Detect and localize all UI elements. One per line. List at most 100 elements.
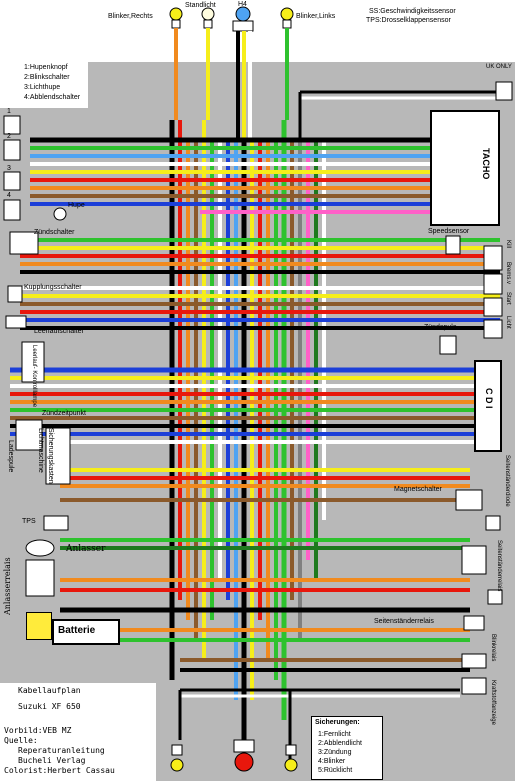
info-model: Suzuki XF 650 [18, 702, 81, 711]
starter-relay-icon [25, 559, 55, 597]
label-sicherungskasten: Sicherungskasten [47, 428, 54, 484]
neutral-lamp-icon [21, 341, 45, 383]
label-n2: 2 [7, 133, 11, 140]
fuse-item: 2:Abblendlicht [318, 740, 362, 747]
label-leerlaufschalter: Leerlaufschalter [34, 328, 84, 335]
sidestand-switch-icon [487, 589, 503, 605]
label-magnetschalter: Magnetschalter [394, 486, 442, 493]
brake-switch-icon [483, 273, 503, 295]
bulb-blinker-left-icon [280, 7, 294, 29]
label-hupe: Hupe [68, 202, 85, 209]
battery-box: Batterie [52, 619, 120, 645]
lower-harness [60, 468, 470, 672]
label-ladespule: Ladespule [7, 440, 14, 473]
label-anlasserrelais: Anlasserrelais [3, 557, 12, 615]
label-tps: TPS [22, 518, 36, 525]
label-seitenstaenderdiode: Seitenständerdiode [504, 455, 510, 507]
sidestand-relay-icon [461, 545, 487, 575]
label-n1: 1 [7, 108, 11, 115]
legend-item: 3:Lichthupe [24, 84, 61, 91]
label-speedsensor: Speedsensor [428, 228, 470, 235]
label-blinker-links: Blinker,Links [296, 13, 336, 20]
bulb-rear-light-icon [233, 739, 255, 772]
start-switch-icon [483, 297, 503, 317]
tacho-box: TACHO [430, 110, 500, 226]
label-kupplungsschalter: Kupplungsschalter [24, 284, 82, 291]
label-n4: 4 [7, 192, 11, 199]
label-zuendspule: Zündspule [424, 324, 457, 331]
label-kraftstoffanzeige: Kraftstoffanzeige [490, 680, 496, 725]
turn-relay-icon [463, 615, 485, 631]
light-switch-icon [483, 319, 503, 339]
legend-item: 1:Hupenknopf [24, 64, 68, 71]
tacho-harness [30, 137, 430, 214]
label-anlasser: Anlasser [66, 544, 106, 554]
legend-item: 4:Abblendschalter [24, 94, 81, 101]
starter-motor-icon [25, 539, 55, 557]
bulb-standlicht-icon [201, 7, 215, 29]
fuse-title: Sicherungen: [315, 719, 360, 726]
bulb-rear-right-icon [284, 744, 298, 772]
label-blinkerrelais: Seitenständerrelais [496, 540, 502, 592]
switch-legend: 1:Hupenknopf 2:Blinkschalter 3:Lichthupe… [0, 62, 88, 106]
kill-switch-icon [483, 245, 503, 271]
label-standlicht: Standlicht [185, 2, 216, 9]
label-leerlauf-lamp: Leerlauf- Kontrolllampe [31, 345, 37, 408]
sidestand-diode-icon [485, 515, 501, 531]
flasher-relay-icon [461, 653, 487, 669]
fuse-item: 4:Blinker [318, 758, 346, 765]
stator-icon [15, 419, 43, 451]
bulb-rear-left-icon [170, 744, 184, 772]
bulb-blinker-right-icon [169, 7, 183, 29]
fusebox-icon [45, 427, 71, 485]
label-zuendzeitpunkt: Zündzeitpunkt [42, 410, 86, 417]
label-ss: SS:Geschwindigkeitssensor [369, 8, 456, 15]
cdi-box: C D I [474, 360, 502, 452]
cdi-harness [10, 367, 474, 444]
fuse-legend: Sicherungen: 1:Fernlicht 2:Abblendlicht … [311, 716, 383, 780]
speedsensor-icon [445, 235, 461, 255]
ignition-coil-icon [439, 335, 457, 355]
ignition-switch-icon [9, 231, 39, 255]
label-cdi: C D I [484, 388, 494, 409]
switch-harness [20, 238, 500, 330]
label-start: Start [505, 292, 511, 305]
magnet-switch-icon [455, 489, 483, 511]
bulb-h4-headlight-icon [232, 6, 254, 32]
horn-icon [53, 207, 67, 221]
info-quelle: Quelle: [4, 736, 38, 745]
info-block: Kabellaufplan Suzuki XF 650 Vorbild:VEB … [0, 683, 156, 781]
info-colorist: Colorist:Herbert Cassau [4, 766, 115, 775]
label-bremsl: Brems.v [505, 262, 511, 285]
label-zuendschalter: Zündschalter [34, 229, 75, 236]
legend-item: 2:Blinkschalter [24, 74, 70, 81]
label-uk-only: UK ONLY [486, 64, 512, 70]
label-tacho: TACHO [481, 148, 491, 180]
handlebar-switch-connectors [3, 115, 21, 221]
clutch-switch-icon [7, 285, 23, 303]
label-h4: H4 [238, 1, 247, 8]
label-seitenstaenderrelais: Seitenständerrelais [374, 618, 434, 625]
info-vorbild: Vorbild:VEB MZ [4, 726, 72, 735]
fuse-item: 1:Fernlicht [318, 731, 351, 738]
fuel-sender-icon [461, 677, 487, 695]
neutral-switch-icon [5, 315, 27, 329]
battery-icon [26, 612, 52, 640]
label-blinker-rechts: Blinker,Rechts [108, 13, 153, 20]
fuse-item: 5:Rücklicht [318, 767, 353, 774]
info-title: Kabellaufplan [18, 686, 81, 695]
label-licht: Licht [505, 316, 511, 329]
tps-icon [43, 515, 69, 531]
label-lichtmaschine: Lichtmaschine [37, 428, 44, 473]
label-kill: Kill [505, 240, 511, 249]
fuse-item: 3:Zündung [318, 749, 352, 756]
label-blinkrelais: Blinkrelais [490, 634, 496, 662]
label-n3: 3 [7, 165, 11, 172]
info-source2: Bucheli Verlag [18, 756, 86, 765]
label-batterie: Batterie [58, 625, 96, 636]
info-source1: Reperaturanleitung [18, 746, 105, 755]
label-tps-legend: TPS:Drosselklappensensor [366, 17, 451, 24]
uk-only-connector-icon [495, 81, 513, 101]
